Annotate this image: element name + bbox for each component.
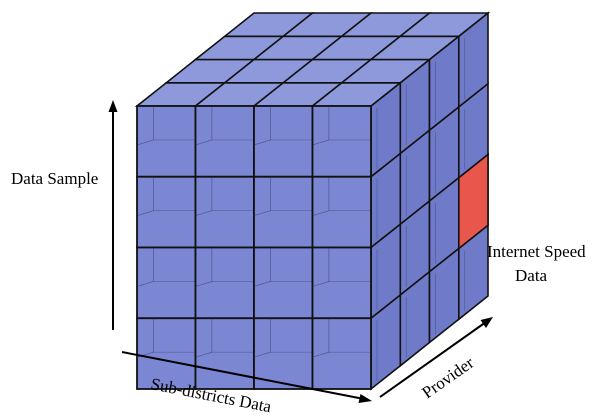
highlight-label-line1: Internet Speed	[487, 242, 586, 261]
cube-front-cell	[253, 105, 314, 178]
highlighted-cell	[457, 152, 489, 251]
cube-front-cell	[311, 175, 372, 249]
cube-inner-line	[312, 247, 330, 287]
cube-front-cell	[136, 175, 197, 249]
cube-front-cell	[194, 317, 255, 390]
cube-inner-line	[253, 106, 271, 146]
cube-front-cell	[136, 246, 197, 320]
cube-inner-line	[195, 318, 213, 358]
cube-inner-line	[195, 106, 213, 146]
cube-inner-line	[195, 247, 213, 287]
cube	[134, 11, 491, 391]
cube-front-cell	[311, 246, 372, 320]
cube-front-cell	[311, 317, 372, 390]
cube-front-cell	[311, 105, 372, 178]
cube-front-cell	[194, 175, 255, 249]
cube-inner-line	[253, 247, 271, 287]
cube-front-cell	[253, 175, 314, 249]
vertical-axis-label: Data Sample	[11, 169, 98, 188]
cube-top-cell	[398, 12, 491, 38]
cube-inner-line	[136, 106, 154, 146]
highlight-label-line2: Data	[515, 266, 548, 285]
depth-axis-arrow	[379, 317, 493, 398]
cube-inner-line	[312, 106, 330, 146]
cube-inner-line	[312, 176, 330, 217]
depth-axis-label: Provider	[418, 353, 477, 402]
vertical-axis-arrow	[108, 100, 118, 330]
cube-inner-line	[253, 318, 271, 358]
horizontal-axis-arrow	[121, 351, 372, 403]
cube-inner-line	[136, 176, 154, 217]
cube-inner-line	[312, 318, 330, 358]
cube-front-cell	[194, 105, 255, 178]
cube-front-cell	[136, 317, 197, 390]
cube-front-cell	[136, 105, 197, 178]
cube-inner-line	[253, 176, 271, 217]
cube-inner-line	[136, 247, 154, 287]
cube-front-cell	[253, 246, 314, 320]
cube-front-cell	[194, 246, 255, 320]
cube-inner-line	[195, 176, 213, 217]
